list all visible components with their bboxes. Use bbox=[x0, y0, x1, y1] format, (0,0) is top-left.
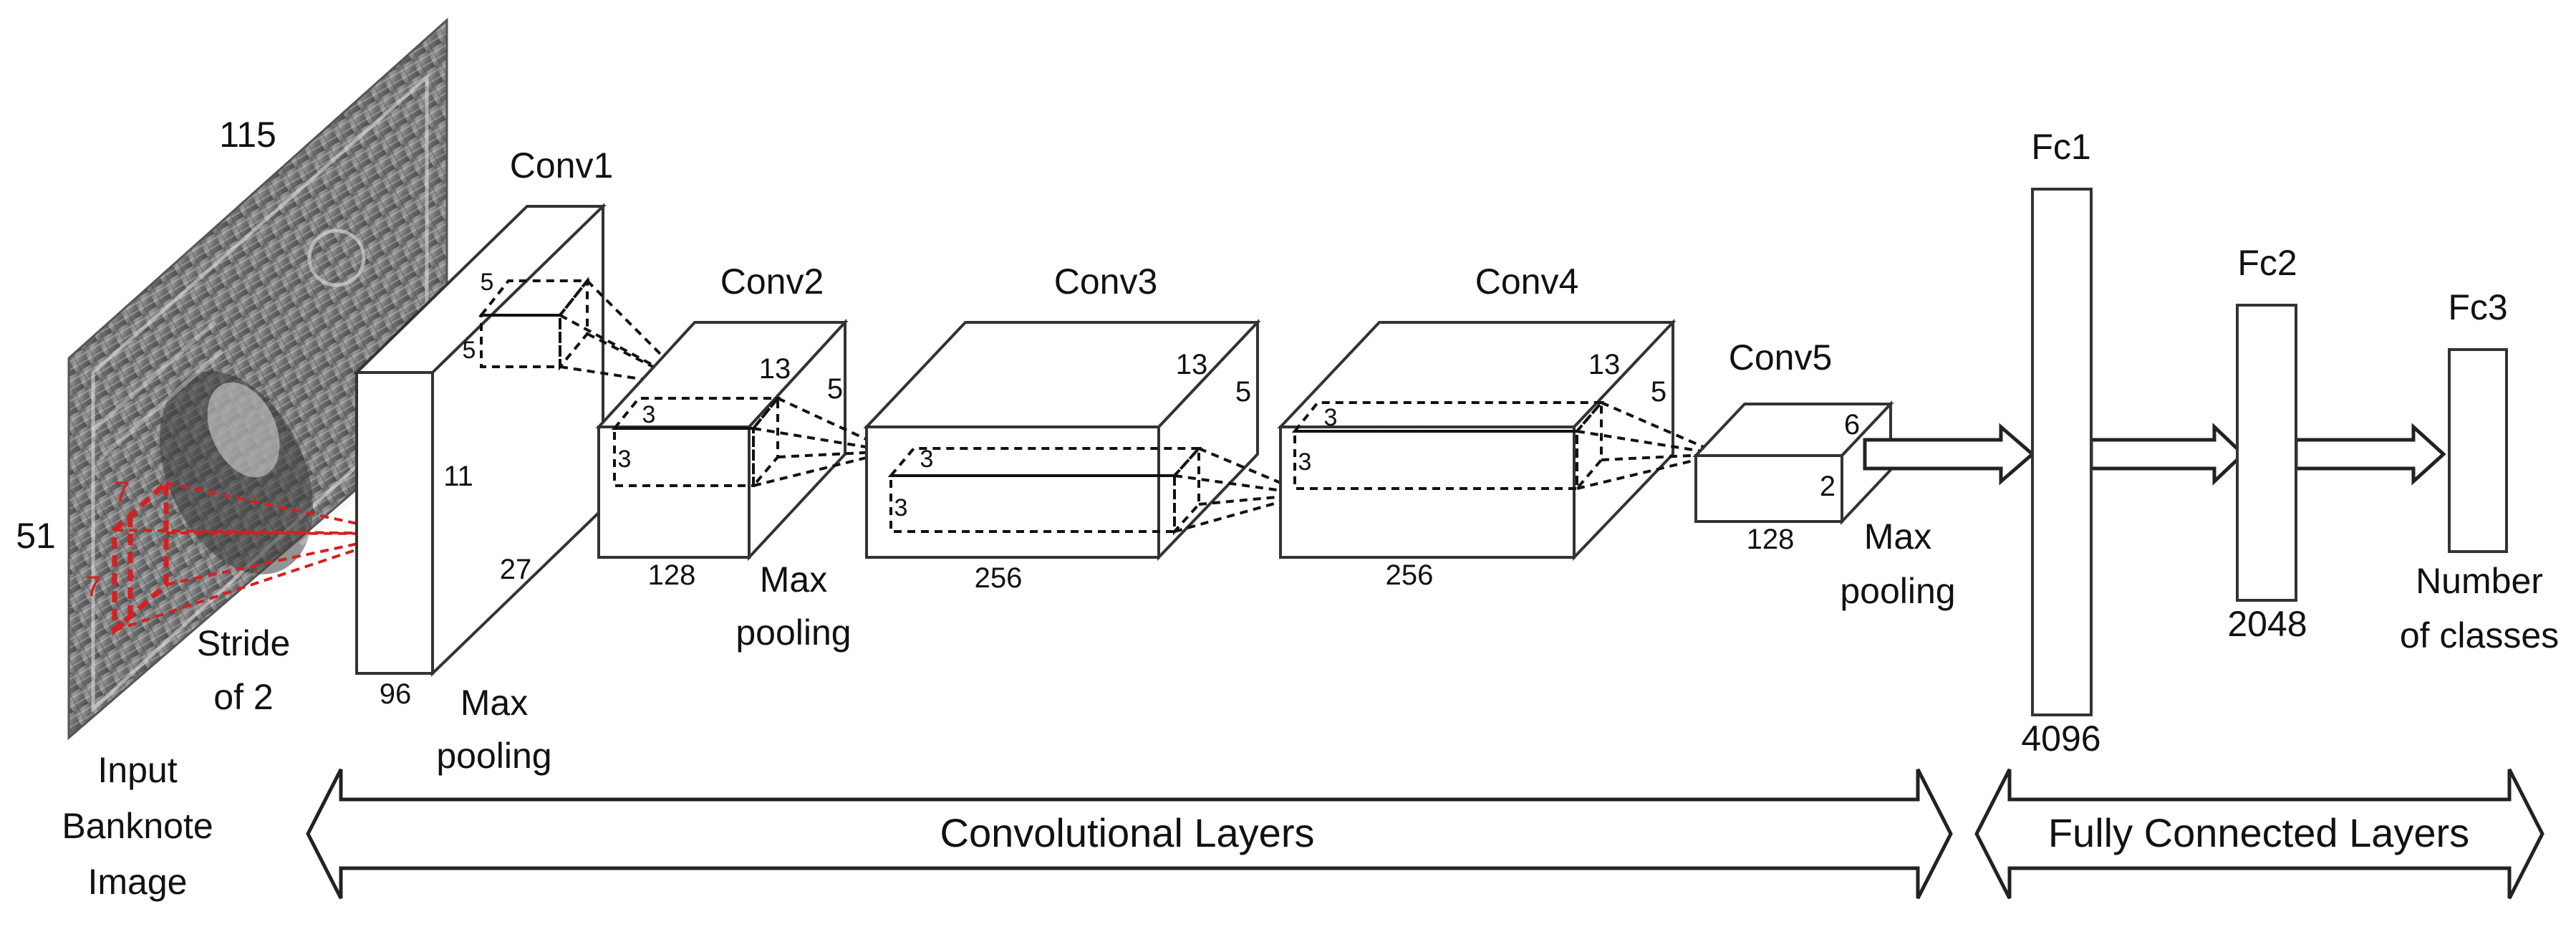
fc2-block: Fc2 2048 bbox=[2227, 243, 2307, 644]
conv5-pool-line2: pooling bbox=[1840, 571, 1955, 611]
banknote-seal bbox=[307, 229, 366, 287]
stride-label-line1: Stride bbox=[197, 623, 291, 663]
conv1-name: Conv1 bbox=[510, 145, 614, 186]
fc3-block: Fc3 Number of classes bbox=[2400, 287, 2559, 655]
conv2-pool-line1: Max bbox=[760, 559, 827, 600]
stride-label-line2: of 2 bbox=[213, 677, 273, 717]
conv5-width: 2 bbox=[1820, 471, 1835, 502]
conv1-pool-line2: pooling bbox=[436, 736, 551, 776]
conv3-width: 5 bbox=[1235, 376, 1251, 408]
fully-connected-layers-label: Fully Connected Layers bbox=[2048, 810, 2469, 855]
convolutional-layers-band: Convolutional Layers bbox=[306, 768, 1953, 900]
conv1-kernel-b: 5 bbox=[463, 337, 476, 364]
conv3-kernel-b: 3 bbox=[894, 494, 908, 522]
input-height-label: 51 bbox=[16, 516, 56, 556]
conv4-depth: 256 bbox=[1386, 559, 1434, 591]
conv1-block: 5 5 Conv1 11 27 96 Max pooling bbox=[353, 145, 695, 776]
arrow-conv5-to-fc1 bbox=[1863, 423, 2035, 486]
convolutional-layers-label: Convolutional Layers bbox=[940, 810, 1315, 855]
input-caption-line3: Image bbox=[88, 862, 188, 902]
conv1-kernel-a: 5 bbox=[481, 269, 494, 296]
conv2-kernel-b: 3 bbox=[618, 446, 632, 473]
conv4-block: 3 3 Conv4 13 5 256 bbox=[1277, 261, 1721, 591]
conv4-kernel-a: 3 bbox=[1324, 404, 1338, 431]
conv4-height: 13 bbox=[1588, 349, 1621, 380]
banknote-portrait-face bbox=[207, 382, 280, 478]
conv1-depth: 96 bbox=[380, 678, 412, 710]
banknote-lettering bbox=[92, 320, 431, 575]
conv5-depth: 128 bbox=[1747, 524, 1795, 555]
fc2-units: 2048 bbox=[2227, 604, 2307, 644]
conv5-height: 6 bbox=[1844, 409, 1860, 441]
conv3-block: 3 3 Conv3 13 5 256 bbox=[863, 261, 1308, 594]
fc1-units: 4096 bbox=[2021, 718, 2100, 759]
input-kernel-size-top: 7 bbox=[114, 476, 130, 508]
conv3-depth: 256 bbox=[975, 562, 1023, 594]
arrow-fc1-to-fc2 bbox=[2089, 423, 2246, 486]
conv3-height: 13 bbox=[1176, 349, 1208, 380]
conv2-depth: 128 bbox=[648, 559, 696, 591]
conv4-kernel-b: 3 bbox=[1298, 448, 1312, 476]
fully-connected-layers-band: Fully Connected Layers bbox=[1974, 768, 2544, 900]
conv1-width: 27 bbox=[500, 554, 532, 585]
input-caption-line1: Input bbox=[97, 750, 177, 790]
input-banknote: 7 7 115 51 Stride of 2 Input Banknote Im… bbox=[16, 17, 448, 902]
conv4-width: 5 bbox=[1651, 376, 1666, 408]
arrow-fc2-to-fc3 bbox=[2294, 423, 2446, 486]
conv4-kernel: 3 3 bbox=[1291, 398, 1721, 493]
fc3-units-line2: of classes bbox=[2400, 615, 2559, 655]
fc1-name: Fc1 bbox=[2031, 127, 2090, 167]
conv1-height: 11 bbox=[443, 461, 473, 492]
conv5-pool-line1: Max bbox=[1864, 516, 1931, 557]
input-kernel-size-side: 7 bbox=[85, 571, 101, 602]
conv2-block: 3 3 Conv2 13 5 128 Max pooling bbox=[595, 261, 893, 653]
conv1-pool-line1: Max bbox=[460, 683, 528, 723]
conv4-name: Conv4 bbox=[1475, 261, 1579, 302]
fc1-block: Fc1 4096 bbox=[2021, 127, 2100, 759]
conv2-name: Conv2 bbox=[720, 261, 824, 302]
fc3-units-line1: Number bbox=[2416, 561, 2543, 601]
input-caption-line2: Banknote bbox=[62, 806, 213, 846]
conv2-kernel-a: 3 bbox=[642, 401, 656, 428]
conv3-kernel-a: 3 bbox=[920, 446, 934, 473]
conv5-block: Conv5 6 2 128 Max pooling bbox=[1692, 337, 1956, 611]
input-width-label: 115 bbox=[219, 115, 276, 155]
conv5-name: Conv5 bbox=[1729, 337, 1833, 378]
conv3-name: Conv3 bbox=[1054, 261, 1158, 302]
fc3-name: Fc3 bbox=[2448, 287, 2507, 327]
conv2-width: 5 bbox=[827, 373, 843, 405]
conv2-pool-line2: pooling bbox=[735, 612, 851, 653]
fc2-name: Fc2 bbox=[2237, 243, 2297, 283]
conv2-height: 13 bbox=[759, 353, 791, 385]
